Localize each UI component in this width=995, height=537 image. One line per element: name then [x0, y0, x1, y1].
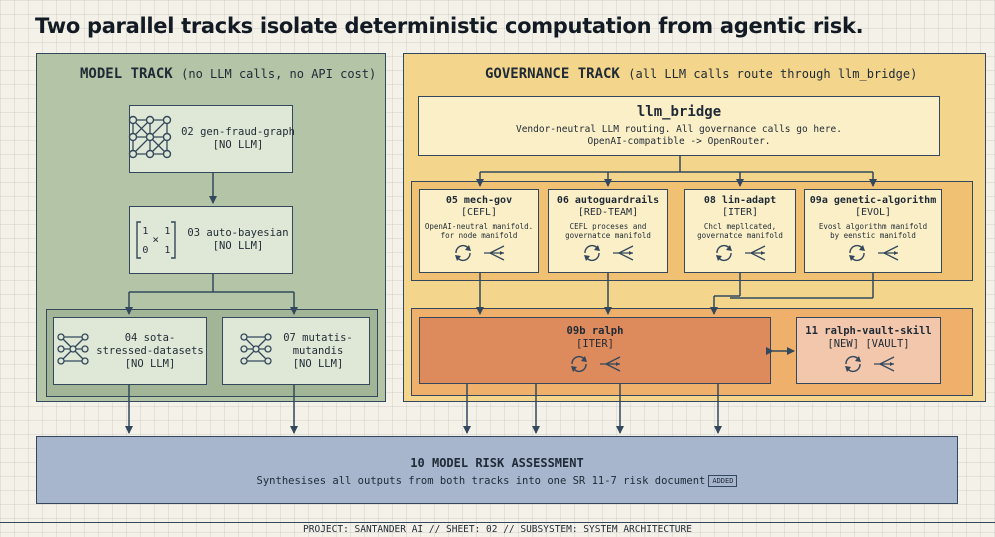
vault-tag: [NEW] [VAULT]: [827, 338, 910, 350]
agent-icons: [685, 243, 795, 267]
model-track-subtitle: (no LLM calls, no API cost): [181, 67, 377, 81]
agent-tag: [CEFL]: [460, 207, 498, 218]
agent-tag: [RED-TEAM]: [577, 207, 639, 218]
risk-desc: Synthesises all outputs from both tracks…: [256, 475, 706, 487]
vault-name: 11 ralph-vault-skill: [805, 325, 932, 337]
agent-desc-line2: governatce manifold: [697, 231, 783, 240]
branch-arrows-icon: [482, 243, 506, 267]
node-title-cont: mutandis: [292, 344, 344, 357]
agent-tag: [EVOL]: [854, 207, 892, 218]
agent-icons: [420, 243, 538, 267]
agent-icons: [805, 243, 941, 267]
agent-desc-line1: CEFL proceses and: [569, 222, 647, 231]
matrix-icon: 1 1 × 0 1: [133, 218, 179, 262]
ralph-tag: [ITER]: [576, 338, 614, 350]
cycle-icon: [568, 354, 590, 378]
agent-desc-line2: governatce manifold: [565, 231, 651, 240]
matrix-operator: ×: [152, 233, 160, 246]
node-label: 03 auto-bayesian[NO LLM]: [187, 227, 288, 253]
node-lin-adapt[interactable]: 08 lin-adapt [ITER] Chcl mepllcated,gove…: [684, 189, 796, 273]
vault-label: 11 ralph-vault-skill[NEW] [VAULT]: [797, 325, 940, 351]
vault-icons: [797, 354, 940, 378]
bridge-desc: Vendor-neutral LLM routing. All governan…: [419, 124, 939, 148]
branch-arrows-icon: [598, 354, 622, 378]
node-title: 07 mutatis-: [283, 331, 353, 344]
node-tag: [NO LLM]: [212, 240, 264, 252]
node-mutatis-mutandis[interactable]: 07 mutatis-mutandis[NO LLM]: [222, 317, 370, 385]
governance-track-subtitle: (all LLM calls route through llm_bridge): [628, 67, 917, 81]
matrix-cell: 1: [164, 226, 171, 237]
node-auto-bayesian[interactable]: 1 1 × 0 1 03 auto-bayesian[NO LLM]: [129, 206, 293, 274]
ralph-icons: [420, 354, 770, 378]
agent-name: 08 lin-adapt: [703, 195, 777, 206]
agent-desc: Chcl mepllcated,governatce manifold: [685, 222, 795, 240]
page-title: Two parallel tracks isolate deterministi…: [35, 14, 864, 38]
node-autoguardrails[interactable]: 06 autoguardrails [RED-TEAM] CEFL proces…: [548, 189, 668, 273]
agent-name: 05 mech-gov: [445, 195, 513, 206]
agent-name: 09a genetic-algorithm: [809, 195, 937, 206]
graph-network-icon: [127, 114, 173, 164]
node-llm-bridge[interactable]: llm_bridge Vendor-neutral LLM routing. A…: [418, 96, 940, 156]
cycle-icon: [842, 354, 864, 378]
network-icon: [239, 332, 273, 370]
node-sota-stressed-datasets[interactable]: 04 sota-stressed-datasets[NO LLM]: [53, 317, 207, 385]
branch-arrows-icon: [611, 243, 635, 267]
governance-track-heading: GOVERNANCE TRACK (all LLM calls route th…: [485, 66, 917, 82]
node-genetic-algorithm[interactable]: 09a genetic-algorithm [EVOL] Evosl algor…: [804, 189, 942, 273]
governance-subtitle-post: ): [910, 67, 918, 81]
governance-track-title: GOVERNANCE TRACK: [485, 66, 620, 82]
node-ralph-vault-skill[interactable]: 11 ralph-vault-skill[NEW] [VAULT]: [796, 317, 941, 384]
node-tag: [NO LLM]: [212, 139, 264, 151]
agent-icons: [549, 243, 667, 267]
agent-desc-line1: Chcl mepllcated,: [703, 222, 777, 231]
governance-subtitle-code: llm_bridge: [837, 67, 911, 81]
network-icon: [56, 332, 90, 370]
agent-desc: OpenAI-neutral manifold.for node manifol…: [420, 222, 538, 240]
node-label: 07 mutatis-mutandis[NO LLM]: [283, 332, 353, 371]
ralph-label: 09b ralph[ITER]: [420, 325, 770, 351]
branch-arrows-icon: [872, 354, 896, 378]
agent-desc-line1: Evosl algorithm manifold: [818, 222, 928, 231]
branch-arrows-icon: [743, 243, 767, 267]
node-label: 02 gen-fraud-graph[NO LLM]: [181, 126, 295, 152]
matrix-cell: 1: [164, 245, 171, 256]
cycle-icon: [846, 243, 868, 267]
agent-desc-line2: by eenstic manifold: [830, 231, 916, 240]
matrix-cell: 0: [142, 245, 149, 256]
bridge-name: llm_bridge: [636, 104, 722, 120]
matrix-cell: 1: [142, 226, 149, 237]
model-track-heading: MODEL TRACK (no LLM calls, no API cost): [80, 66, 376, 82]
risk-desc-row: Synthesises all outputs from both tracks…: [37, 475, 957, 487]
node-tag: [NO LLM]: [292, 357, 344, 370]
footer: PROJECT: SANTANDER AI // SHEET: 02 // SU…: [0, 522, 995, 537]
ralph-name: 09b ralph: [566, 325, 624, 337]
bridge-desc-line1: Vendor-neutral LLM routing. All governan…: [515, 124, 842, 135]
cycle-icon: [713, 243, 735, 267]
branch-arrows-icon: [876, 243, 900, 267]
cycle-icon: [581, 243, 603, 267]
risk-name: 10 MODEL RISK ASSESSMENT: [410, 456, 584, 470]
governance-subtitle-pre: (all LLM calls route through: [628, 67, 838, 81]
node-title: 02 gen-fraud-graph: [181, 126, 295, 138]
agent-desc-line2: for node manifold: [440, 231, 518, 240]
node-model-risk-assessment[interactable]: 10 MODEL RISK ASSESSMENT Synthesises all…: [36, 436, 958, 504]
node-tag: [NO LLM]: [124, 357, 176, 370]
bridge-desc-line2: OpenAI-compatible -> OpenRouter.: [587, 136, 771, 147]
node-ralph[interactable]: 09b ralph[ITER]: [419, 317, 771, 384]
agent-tag: [ITER]: [721, 207, 759, 218]
model-track-title: MODEL TRACK: [80, 66, 173, 82]
agent-desc-line1: OpenAI-neutral manifold.: [424, 222, 534, 231]
node-title-cont: stressed-datasets: [96, 344, 204, 357]
cycle-icon: [452, 243, 474, 267]
node-title: 04 sota-: [124, 331, 176, 344]
added-badge: ADDED: [708, 475, 738, 487]
node-title: 03 auto-bayesian: [187, 227, 289, 239]
node-gen-fraud-graph[interactable]: 02 gen-fraud-graph[NO LLM]: [127, 105, 295, 173]
node-mech-gov[interactable]: 05 mech-gov [CEFL] OpenAI-neutral manifo…: [419, 189, 539, 273]
node-label: 04 sota-stressed-datasets[NO LLM]: [96, 332, 203, 371]
agent-name: 06 autoguardrails: [556, 195, 660, 206]
